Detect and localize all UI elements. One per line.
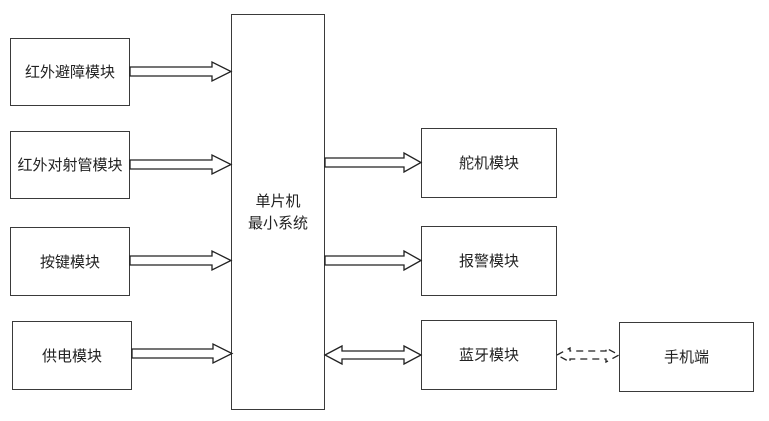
alarm-module-box: 报警模块 [421, 226, 557, 296]
alarm-module-label: 报警模块 [458, 252, 519, 270]
phone-label: 手机端 [663, 348, 709, 366]
mcu-label-line1: 单片机 [255, 192, 301, 210]
key-module-label: 按键模块 [39, 252, 100, 271]
arrow-bluetooth-phone-wireless [555, 346, 621, 364]
arrow-ir-obstacle-to-mcu [129, 60, 233, 83]
arrow-ir-beam-to-mcu [129, 153, 233, 176]
bluetooth-module-box: 蓝牙模块 [421, 320, 557, 390]
ir-beam-module-label: 红外对射管模块 [17, 156, 123, 174]
servo-module-label: 舵机模块 [458, 154, 519, 172]
bluetooth-module-label: 蓝牙模块 [458, 346, 519, 364]
ir-obstacle-module-label: 红外避障模块 [24, 63, 115, 81]
phone-box: 手机端 [619, 322, 754, 392]
power-module-label: 供电模块 [41, 346, 102, 365]
arrow-mcu-bluetooth-bidirectional [323, 344, 423, 366]
arrow-key-to-mcu [129, 249, 233, 272]
mcu-label: 单片机 最小系统 [248, 190, 308, 234]
mcu-minimum-system-box: 单片机 最小系统 [231, 14, 325, 410]
ir-obstacle-module-box: 红外避障模块 [10, 38, 130, 106]
power-module-box: 供电模块 [12, 321, 132, 390]
ir-beam-module-box: 红外对射管模块 [10, 131, 130, 199]
servo-module-box: 舵机模块 [421, 128, 557, 198]
arrow-mcu-to-alarm [324, 249, 423, 272]
mcu-label-line2: 最小系统 [247, 214, 308, 232]
key-module-box: 按键模块 [10, 227, 130, 296]
arrow-power-to-mcu [131, 342, 234, 365]
arrow-mcu-to-servo [324, 151, 423, 174]
